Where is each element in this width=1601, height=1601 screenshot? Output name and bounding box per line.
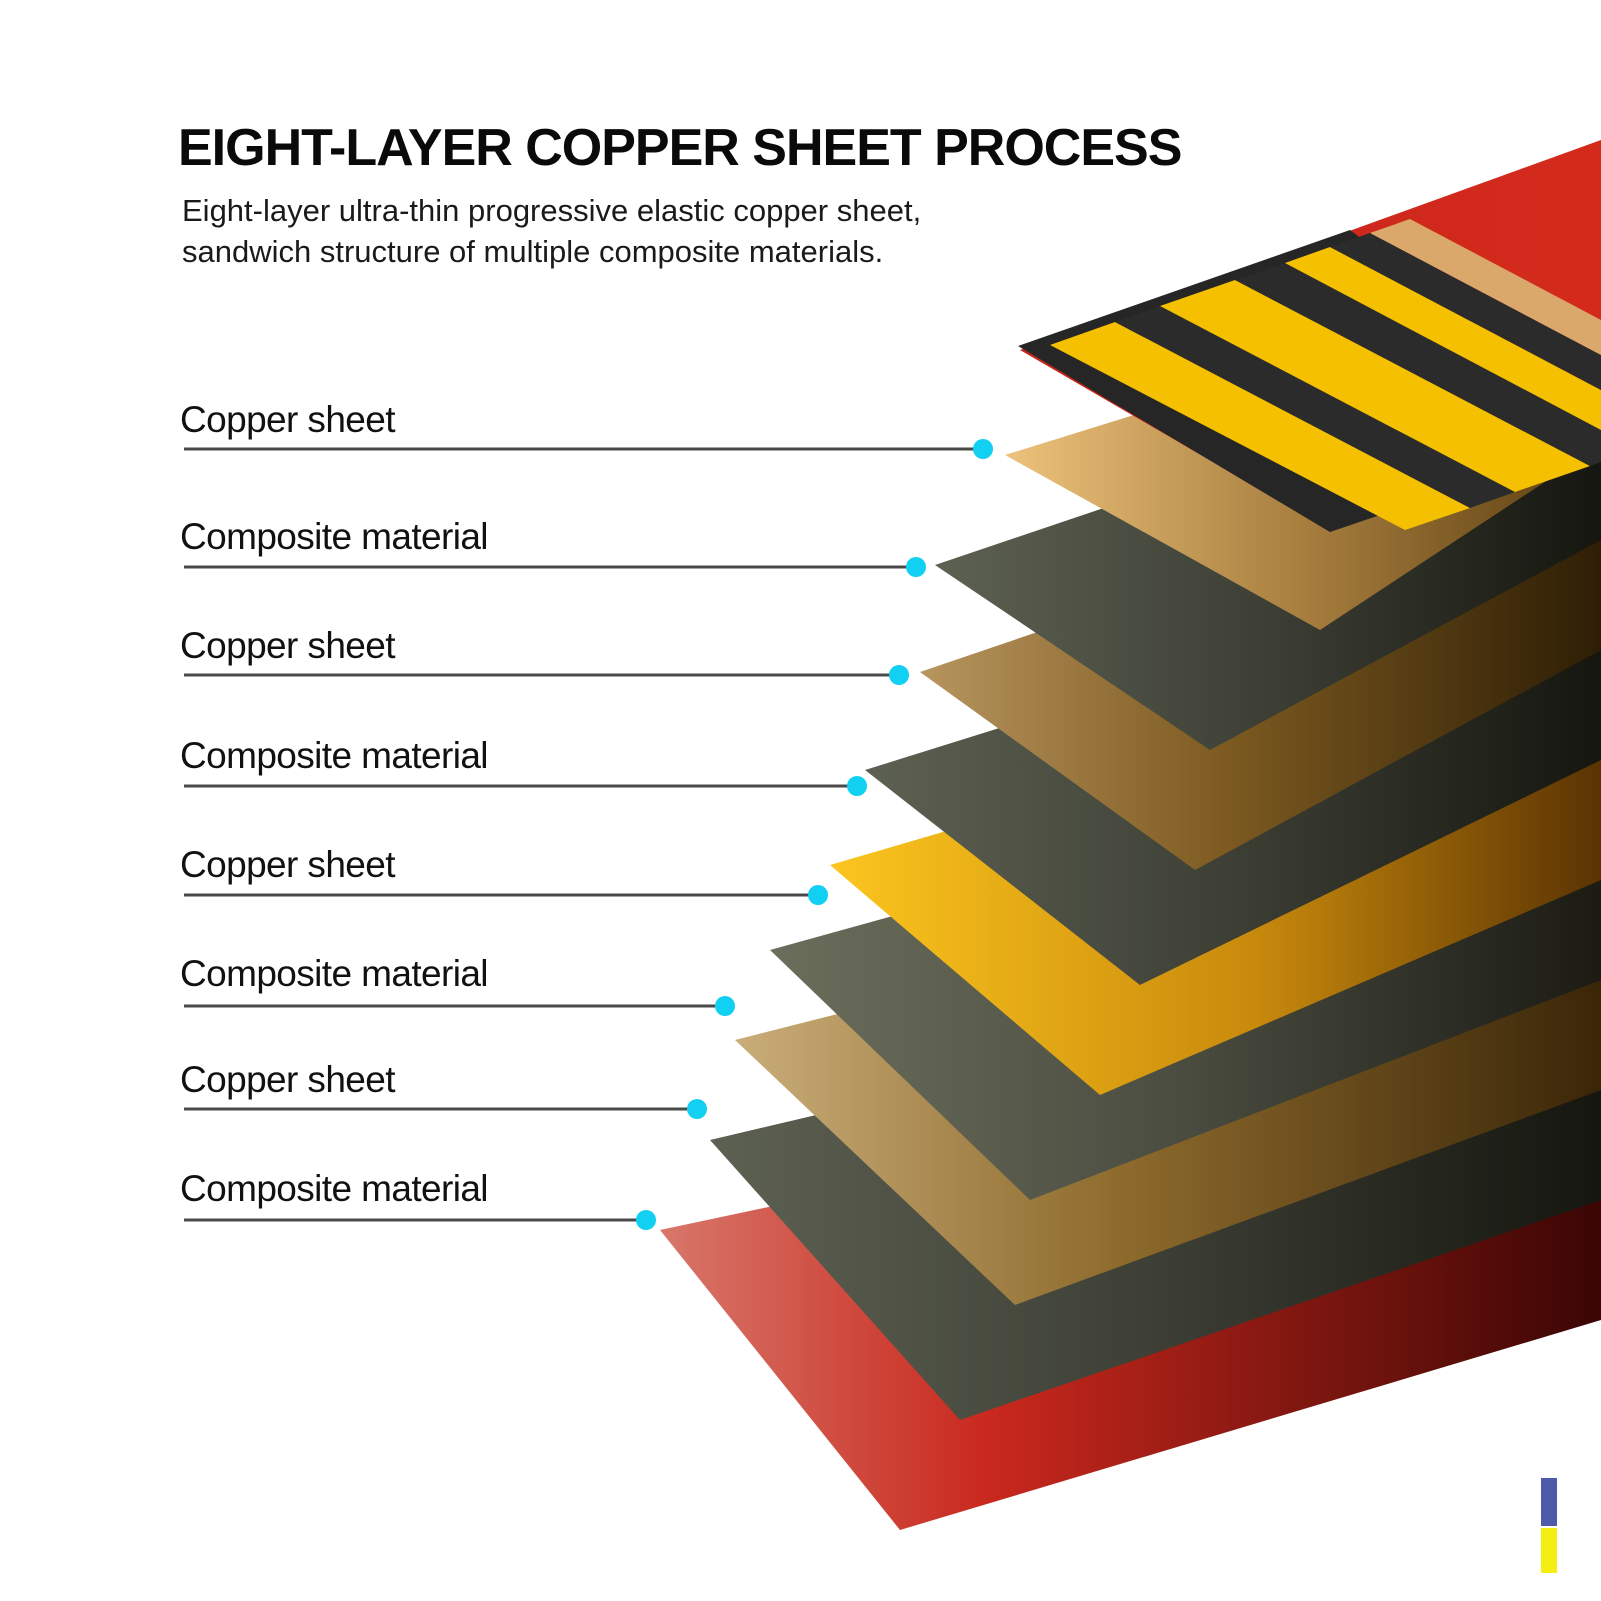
callout-3: Copper sheet (180, 625, 909, 685)
callout-2: Composite material (180, 516, 926, 577)
callout-label-3: Copper sheet (180, 625, 396, 666)
color-flag-mark (1541, 1478, 1557, 1573)
callout-6: Composite material (180, 953, 735, 1016)
callout-5: Copper sheet (180, 844, 828, 905)
subtitle: Eight-layer ultra-thin progressive elast… (182, 190, 921, 272)
top-panel-stripe-dark-2 (1235, 263, 1601, 466)
top-striped-panel (1018, 140, 1601, 532)
subtitle-line-2: sandwich structure of multiple composite… (182, 234, 884, 269)
top-panel-stripe-tan (1370, 219, 1601, 355)
callout-dot-3 (889, 665, 909, 685)
callout-dot-5 (808, 885, 828, 905)
subtitle-line-1: Eight-layer ultra-thin progressive elast… (182, 193, 922, 228)
callout-label-6: Composite material (180, 953, 488, 994)
callout-dot-4 (847, 776, 867, 796)
callout-label-8: Composite material (180, 1168, 488, 1209)
callout-dot-8 (636, 1210, 656, 1230)
callout-dot-6 (715, 996, 735, 1016)
callout-dot-7 (687, 1099, 707, 1119)
top-panel-stripe-dark-1 (1115, 306, 1515, 508)
top-panel-stripe-yellow-2 (1160, 280, 1590, 492)
callout-label-7: Copper sheet (180, 1059, 396, 1100)
page-title: EIGHT-LAYER COPPER SHEET PROCESS (178, 119, 1182, 177)
callout-labels: Copper sheet Composite material Copper s… (180, 399, 993, 1230)
callout-dot-1 (973, 439, 993, 459)
callout-label-1: Copper sheet (180, 399, 396, 440)
top-panel-stripe-yellow-3 (1285, 247, 1601, 430)
callout-7: Copper sheet (180, 1059, 707, 1119)
layer-sheets (660, 140, 1601, 1530)
top-panel-stripe-dark-3 (1330, 233, 1601, 390)
color-flag-yellow (1541, 1528, 1557, 1573)
callout-8: Composite material (180, 1168, 656, 1230)
callout-1: Copper sheet (180, 399, 993, 459)
callout-label-4: Composite material (180, 735, 488, 776)
callout-label-5: Copper sheet (180, 844, 396, 885)
top-panel-stripe-yellow-1 (1050, 322, 1470, 530)
callout-4: Composite material (180, 735, 867, 796)
callout-label-2: Composite material (180, 516, 488, 557)
callout-dot-2 (906, 557, 926, 577)
color-flag-blue (1541, 1478, 1557, 1526)
